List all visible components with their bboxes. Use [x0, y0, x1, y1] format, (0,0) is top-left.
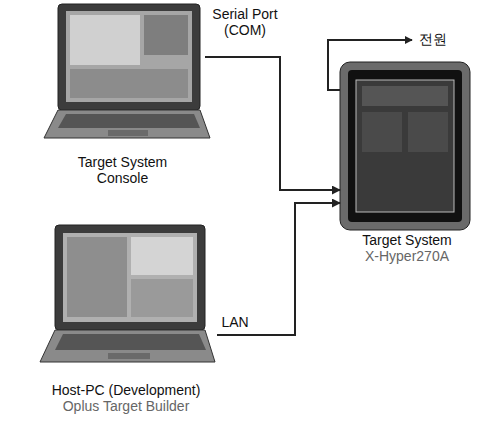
- console-laptop-part: [144, 15, 188, 55]
- console-laptop-part: [70, 69, 188, 98]
- console-laptop-part: [44, 110, 210, 138]
- host-laptop-part: [67, 237, 127, 317]
- node-sublabel: X-Hyper270A: [340, 248, 474, 264]
- target-device-part: [362, 112, 402, 152]
- host-laptop-part: [108, 353, 150, 359]
- host-laptop-part: [131, 237, 193, 275]
- console-laptop: [44, 4, 210, 138]
- target-device-part: [362, 86, 448, 106]
- node-label: Host-PC (Development): [35, 382, 217, 398]
- node-label: Target System: [340, 232, 474, 248]
- node-label: Target System Console: [68, 154, 178, 186]
- connector-label: Serial Port (COM): [205, 6, 285, 38]
- console-laptop-part: [70, 15, 140, 65]
- host-laptop-part: [40, 330, 215, 362]
- power-arrow: [328, 40, 412, 90]
- target-device-part: [408, 112, 448, 152]
- connector-label: LAN: [218, 314, 252, 330]
- console-laptop-part: [66, 11, 192, 102]
- console-laptop-part: [58, 4, 200, 110]
- target-device-part: [340, 62, 470, 230]
- connector: [217, 203, 340, 335]
- host-laptop: [40, 225, 215, 362]
- host-laptop-part: [131, 279, 193, 317]
- power-label: 전원: [418, 31, 448, 47]
- host-laptop-part: [63, 233, 197, 322]
- host-node: Host-PC (Development)Oplus Target Builde…: [35, 222, 217, 414]
- node-sublabel: Oplus Target Builder: [35, 398, 217, 414]
- host-laptop-part: [55, 225, 205, 330]
- target-node: Target SystemX-Hyper270A: [340, 62, 474, 264]
- connector: [205, 57, 340, 190]
- target-device-part: [356, 80, 454, 212]
- console-node: Target System Console: [40, 2, 205, 186]
- host-laptop-part: [55, 334, 206, 350]
- target-device: [340, 62, 470, 230]
- console-laptop-part: [58, 114, 200, 128]
- target-device-part: [348, 70, 462, 222]
- console-laptop-part: [108, 130, 148, 136]
